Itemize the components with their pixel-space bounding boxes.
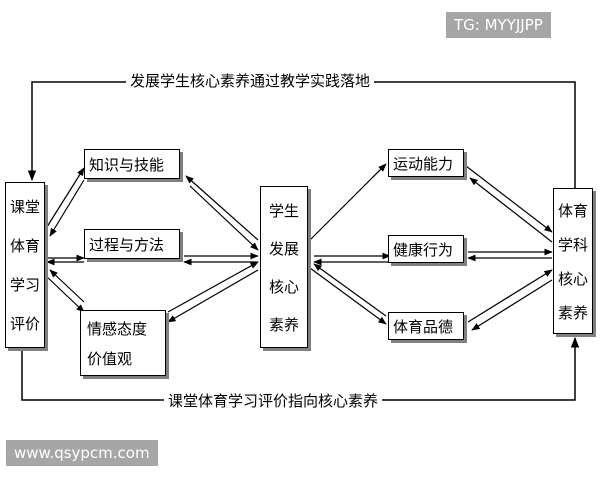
health-behavior-box: 健康行为 [388, 235, 464, 263]
health-behavior-label: 健康行为 [393, 240, 454, 259]
knowledge-skills-label: 知识与技能 [89, 155, 165, 174]
process-methods-box: 过程与方法 [84, 229, 180, 259]
sport-ethics-label: 体育品德 [393, 317, 454, 336]
left-box-line-4: 评价 [9, 315, 40, 333]
right-connectors [465, 165, 553, 331]
knowledge-skills-box: 知识与技能 [84, 149, 180, 179]
right-box-line-2: 学科 [557, 235, 588, 254]
left-connectors [44, 167, 85, 313]
left-main-box: 课堂 体育 学习 评价 [5, 182, 45, 348]
emotion-values-box: 情感态度 价值观 [80, 310, 166, 376]
watermark-bottom: www.qsypcm.com [6, 440, 158, 466]
center-right-connectors [309, 163, 391, 325]
left-box-line-2: 体育 [9, 237, 40, 255]
center-box-line-1: 学生 [268, 201, 299, 220]
emotion-values-line-2: 价值观 [87, 349, 133, 368]
process-methods-label: 过程与方法 [89, 235, 165, 254]
sport-ability-label: 运动能力 [393, 154, 454, 173]
center-box-line-4: 素养 [268, 315, 299, 334]
right-box-line-1: 体育 [557, 201, 588, 220]
right-box-line-4: 素养 [557, 303, 588, 322]
center-box-line-2: 发展 [268, 239, 299, 258]
left-box-line-1: 课堂 [9, 198, 40, 216]
bottom-loop-label: 课堂体育学习评价指向核心素养 [164, 390, 383, 411]
watermark-top: TG: MYYJJPP [446, 12, 551, 38]
center-box-line-3: 核心 [268, 277, 299, 296]
right-main-box: 体育 学科 核心 素养 [553, 188, 593, 334]
right-box-line-3: 核心 [557, 269, 588, 288]
center-main-box: 学生 发展 核心 素养 [260, 186, 308, 348]
top-loop-label: 发展学生核心素养通过教学实践落地 [126, 70, 375, 91]
center-left-connectors [167, 175, 259, 323]
sport-ability-box: 运动能力 [388, 149, 464, 177]
sport-ethics-box: 体育品德 [388, 312, 464, 340]
emotion-values-line-1: 情感态度 [87, 319, 148, 338]
left-box-line-3: 学习 [9, 276, 40, 294]
